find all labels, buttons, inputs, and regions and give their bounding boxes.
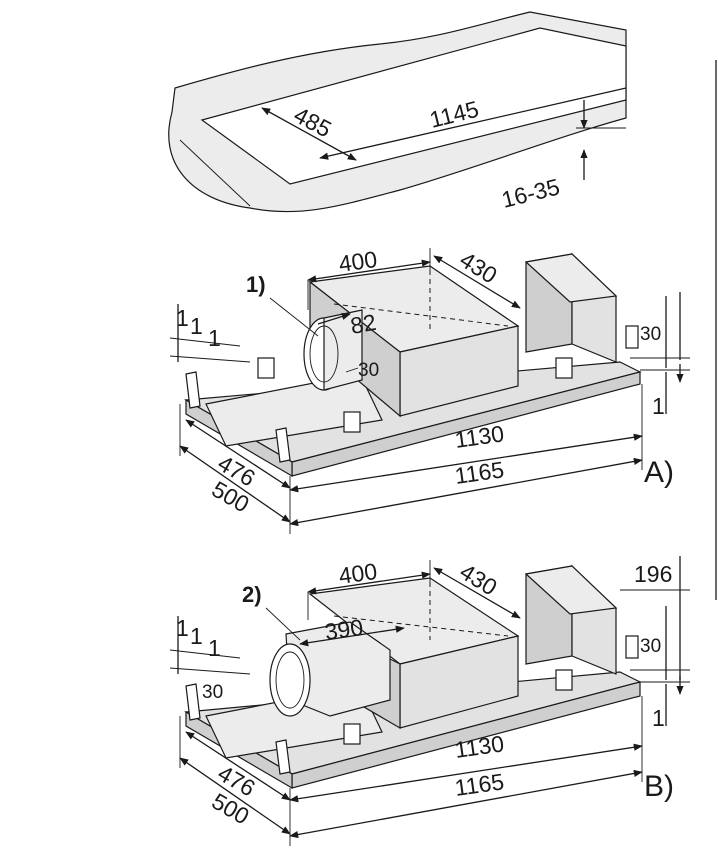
unit-b-left-edge-1: 1 xyxy=(176,615,189,641)
unit-b-total-height: 196 xyxy=(634,561,672,587)
unit-b-left-edge-3: 1 xyxy=(208,635,221,661)
unit-b-left-edge-2: 1 xyxy=(190,623,203,649)
cutout-thickness-label: 16-35 xyxy=(499,173,562,212)
countertop-cutout: 485 1145 16-35 xyxy=(168,11,627,213)
unit-a-left-edge-2: 1 xyxy=(190,313,203,339)
unit-b-callout: 2) xyxy=(242,582,262,607)
unit-b-hood-width: 400 xyxy=(337,558,379,589)
unit-b-hood-depth: 430 xyxy=(455,558,501,600)
unit-a-label: A) xyxy=(644,456,674,489)
unit-b-bottom-step: 1 xyxy=(652,705,665,731)
unit-a-hood-width: 400 xyxy=(337,246,379,277)
unit-b-drawing: 2) 400 430 390 30 1 1 1 196 30 1 xyxy=(169,556,690,846)
unit-a-left-edge-1: 1 xyxy=(176,305,189,331)
unit-b-duct-height: 30 xyxy=(202,682,223,703)
unit-a-hood-depth: 430 xyxy=(455,246,501,288)
unit-a-callout: 1) xyxy=(246,272,266,297)
unit-a-outlet-height: 30 xyxy=(358,360,379,381)
unit-b-side-height: 30 xyxy=(640,636,661,657)
unit-b-label: B) xyxy=(644,770,674,803)
unit-a-side-height: 30 xyxy=(640,324,661,345)
unit-b-inner-width: 1130 xyxy=(453,730,506,763)
unit-a-drawing: 1) 400 430 82 30 1 1 1 30 1 1130 xyxy=(169,246,690,534)
unit-a-left-edge-3: 1 xyxy=(208,325,221,351)
unit-a-outer-width: 1165 xyxy=(453,456,506,489)
unit-b-outer-width: 1165 xyxy=(453,768,506,801)
unit-a-inner-width: 1130 xyxy=(453,420,506,453)
unit-a-bottom-step: 1 xyxy=(652,393,665,419)
unit-a-outlet-diameter: 82 xyxy=(348,309,378,339)
unit-b-duct-length: 390 xyxy=(323,614,365,645)
